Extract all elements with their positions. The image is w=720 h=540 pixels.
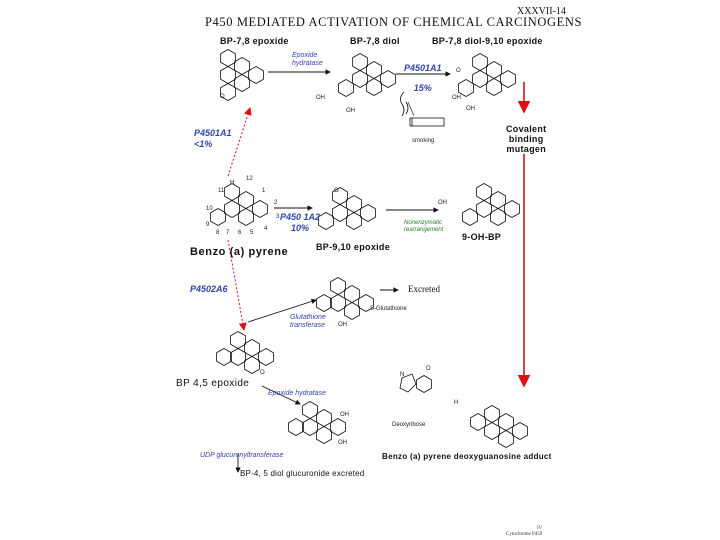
benzo-a-pyrene-label: Benzo (a) pyrene [190,246,289,258]
s-glutathione-label: S-Glutathione [370,306,407,312]
9-oh-bp-label: 9-OH-BP [462,232,502,242]
adduct-label: Benzo (a) pyrene deoxyguanosine adduct [382,452,552,461]
bp-78-diol-molecule [338,53,396,97]
bp-45-diol-glucuronide-label: BP-4, 5 diol glucuronide excreted [240,469,365,478]
p4501a2-enzyme: P450 1A2 10% [280,212,321,233]
atom-oh-5: OH [438,200,447,206]
bp-78-epoxide-molecule [220,49,264,101]
deoxyribose-label: Deoxyribose [392,422,426,428]
ring-num-3: 3 [276,214,280,220]
bp-910-epoxide-label: BP-9,10 epoxide [316,242,391,252]
glutathione-transferase-enzyme: Glutathione transferase [290,314,326,329]
bp-diol-epoxide-label: BP-7,8 diol-9,10 epoxide [432,36,543,46]
9-oh-bp-molecule [462,183,520,226]
atom-o-5: O [426,366,431,372]
bp-78-diol-label: BP-7,8 diol [350,36,400,46]
arrow-45-to-diol [261,385,301,405]
nonenzymatic-rearrangement-label: Nonenzymatic rearrangement [404,220,444,233]
arrow-45-to-glutathione [247,298,317,323]
atom-nh-1: H [454,400,459,406]
udp-glucuronyltransferase-enzyme: UDP glucuronyltransferase [200,452,284,459]
ring-num-5: 5 [250,230,254,236]
bp-78-epoxide-label: BP-7,8 epoxide [220,36,289,46]
ring-num-11: 11 [218,188,225,194]
red-arrow-bap-to-45epoxide [227,239,247,331]
slide-code: XXXVII-14 [517,6,566,17]
covalent-binding-label: Covalent binding mutagen [506,124,547,154]
epoxide-hydratase-low-enzyme: Epoxide hydratase [268,390,326,397]
corner-note: IV Cytochrome P450 [506,526,543,537]
ring-num-9: 9 [206,222,210,228]
guanine-molecule [399,373,432,393]
atom-h-1: H [230,180,235,186]
p4502a6-enzyme: P4502A6 [190,284,228,294]
bp-45-epoxide-molecule [216,331,274,374]
bp-910-epoxide-molecule [318,187,376,230]
p4501a1-left-enzyme: P4501A1 <1% [194,128,232,149]
atom-o-3: O [334,188,339,194]
atom-oh-1: OH [316,95,325,101]
smoking-label: smoking [412,138,435,144]
p4501a1-top-enzyme: P4501A1 15% [404,63,442,93]
atom-oh-6: OH [338,322,347,328]
atom-n-1: N [400,372,405,378]
atom-oh-8: OH [338,440,347,446]
adduct-pyrene-molecule [470,405,528,448]
ring-num-6: 6 [238,230,242,236]
atom-oh-2: OH [346,108,355,114]
atom-oh-3: OH [452,95,461,101]
ring-num-7: 7 [226,230,230,236]
atom-oh-7: OH [340,412,349,418]
atom-o-1: O [220,94,225,100]
atom-o-2: O [456,68,461,74]
cigarette-icon [400,91,445,127]
ring-num-4: 4 [264,226,268,232]
page-title: P450 MEDIATED ACTIVATION OF CHEMICAL CAR… [205,15,583,29]
ring-num-2: 2 [274,200,278,206]
atom-oh-4: OH [466,106,475,112]
excreted-label: Excreted [408,284,440,294]
epoxide-hydratase-enzyme: Epoxide hydratase [292,52,323,67]
smoke-link [407,101,415,117]
ring-num-8: 8 [216,230,220,236]
bp-diol-epoxide-molecule [458,53,516,97]
atom-o-4: O [260,370,265,376]
bp-45-diol-molecule [288,401,346,444]
bp-45-epoxide-label: BP 4,5 epoxide [176,378,250,389]
ring-num-10: 10 [206,206,213,212]
ring-num-12: 12 [246,176,253,182]
ring-num-1: 1 [262,188,266,194]
